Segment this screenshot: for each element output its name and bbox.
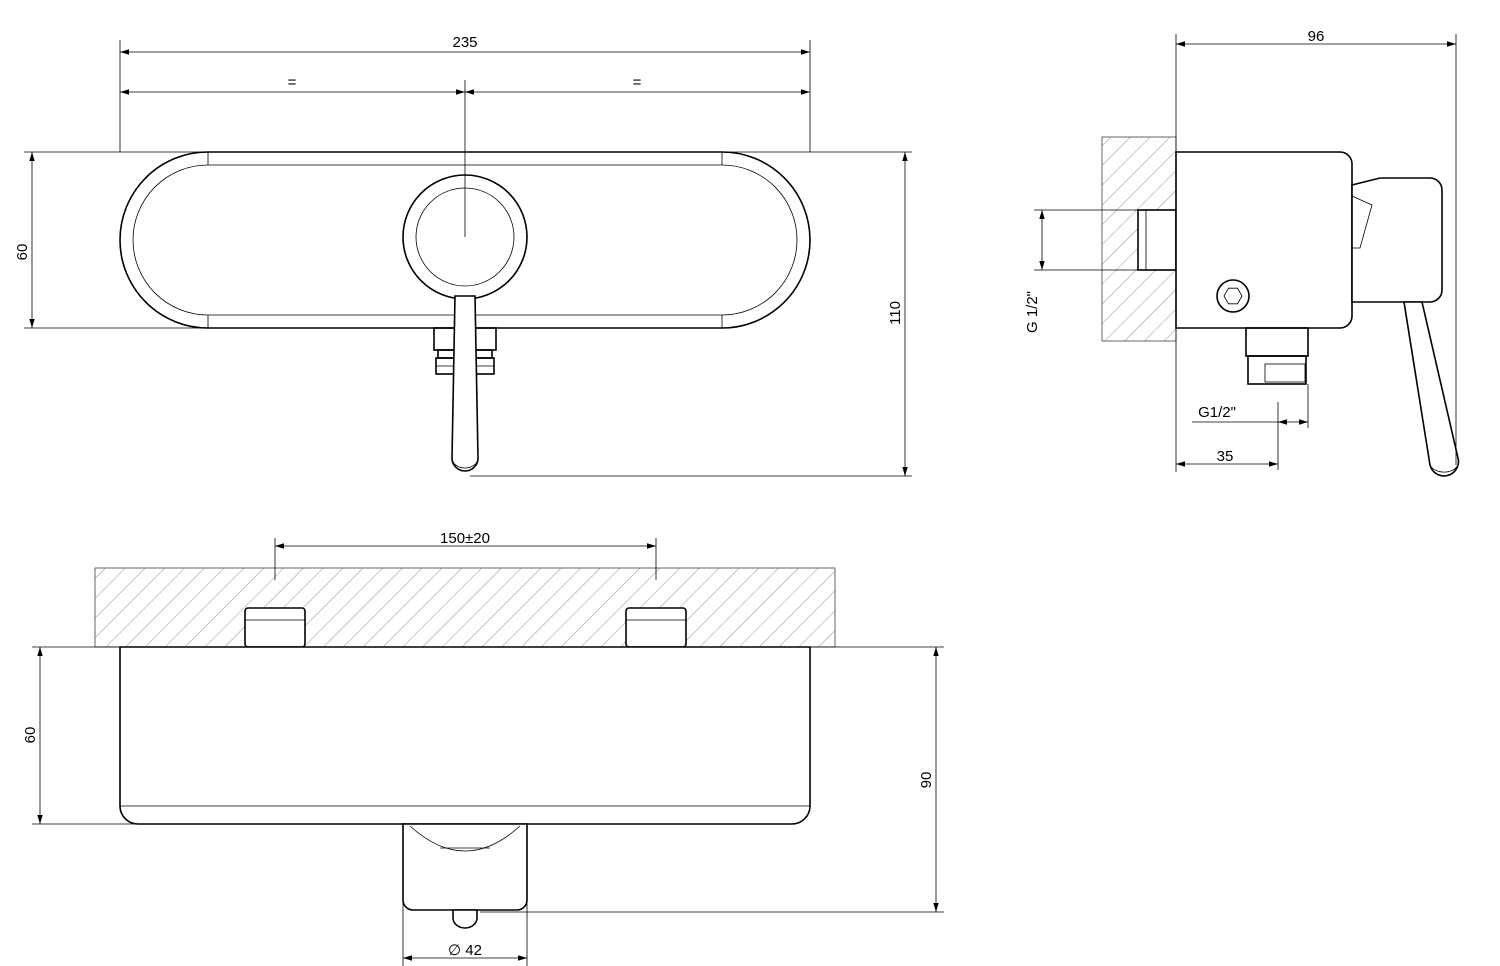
dim-half-right: =	[633, 74, 642, 91]
dim-depth: 96	[1308, 28, 1325, 45]
side-lever-housing	[1351, 177, 1443, 303]
top-handle	[402, 823, 528, 911]
dim-overall-width: 235	[452, 34, 477, 51]
side-lever	[1403, 301, 1460, 477]
top-inlet-left	[244, 607, 306, 648]
dim-total-height: 110	[887, 301, 904, 325]
dim-plate-height: 60	[14, 244, 31, 261]
front-view: 235 = = 60 110	[14, 34, 912, 477]
dim-inlet-thread: G 1/2"	[1024, 291, 1041, 333]
side-body	[1175, 151, 1353, 329]
side-inlet-connector	[1137, 209, 1177, 271]
side-view: 96 G 1/2" G1/2" 35	[1024, 28, 1460, 477]
dim-handle-diameter: ∅ 42	[448, 942, 482, 959]
top-body	[119, 646, 811, 825]
dim-outlet-thread: G1/2"	[1198, 404, 1236, 421]
dim-total-depth: 90	[918, 772, 935, 789]
front-lever	[451, 295, 479, 472]
hex-screw-icon	[1216, 279, 1250, 313]
top-view: 150±20 60 90 ∅ 42	[22, 530, 944, 966]
top-inlet-right	[625, 607, 687, 648]
side-outlet-fitting	[1245, 327, 1309, 385]
dim-inlet-spacing: 150±20	[440, 530, 490, 547]
dim-half-left: =	[288, 74, 297, 91]
top-wall-section	[94, 567, 836, 648]
dim-outlet-offset: 35	[1217, 448, 1234, 465]
dim-body-depth: 60	[22, 727, 39, 744]
